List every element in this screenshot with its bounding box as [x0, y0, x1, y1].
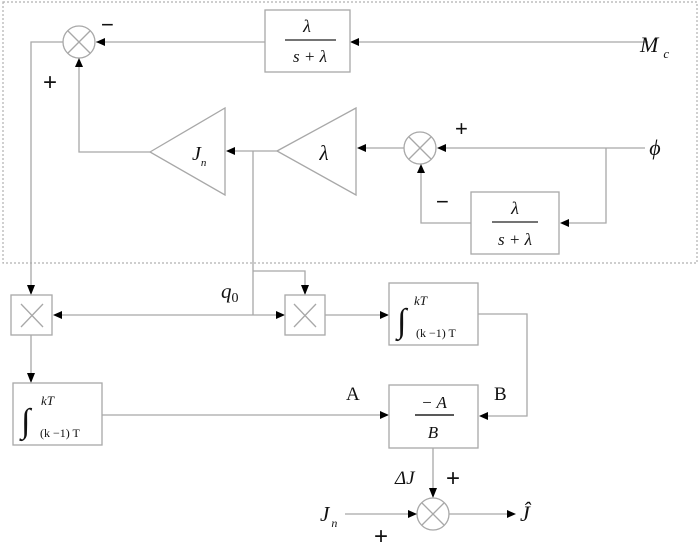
- filter-top-denominator: s + λ: [293, 47, 327, 66]
- observer-region-frame: [2, 1, 698, 264]
- integral-right-lower: (k −1) T: [416, 326, 457, 340]
- gain-jn-block: Jn: [148, 106, 226, 197]
- phi-branch-line: [568, 148, 607, 224]
- arrow-into-filter-bottom: [560, 219, 569, 227]
- q0-label: q0: [221, 279, 239, 306]
- arrow-into-sum-bottom-top: [429, 488, 437, 498]
- delta-j-label: ΔJ: [394, 468, 416, 489]
- sum-junction-middle: [403, 131, 437, 165]
- sum-junction-top: [62, 25, 96, 59]
- gain-lambda-block: λ: [275, 106, 357, 197]
- arrow-to-j-hat: [507, 510, 516, 518]
- arrow-into-sum-mid-right: [437, 144, 446, 152]
- sum-bottom-plus-top-sign: +: [446, 465, 460, 492]
- sum-mid-plus-sign: +: [455, 116, 468, 141]
- arrow-into-sum-mid-bottom: [417, 164, 425, 173]
- arrow-into-gain-lambda: [357, 144, 366, 152]
- divider-denominator: B: [428, 423, 439, 442]
- integral-right-symbol: ∫: [395, 303, 409, 342]
- divider-block: − A B: [388, 384, 479, 449]
- divider-numerator: − A: [421, 393, 447, 412]
- arrow-into-multiplier-left-right: [53, 311, 62, 319]
- filter-bottom-to-sum-line: [420, 173, 471, 224]
- gain-jn-label: Jn: [192, 143, 207, 169]
- integral-right-upper: kT: [414, 293, 428, 308]
- integral-right-to-divider-line: [478, 313, 528, 417]
- integral-left-lower: (k −1) T: [40, 426, 81, 440]
- arrow-into-gain-jn: [226, 147, 235, 155]
- integral-left-symbol: ∫: [19, 403, 33, 442]
- filter-bottom-numerator: λ: [510, 198, 519, 218]
- arrow-into-sum-bottom-left: [408, 510, 417, 518]
- q0-to-multiplier-right-top-line: [253, 270, 306, 286]
- arrow-into-divider-right: [479, 412, 488, 420]
- gain-lambda-label: λ: [318, 141, 328, 165]
- sum-top-minus-sign: −: [101, 12, 114, 37]
- arrow-into-integral-right: [380, 311, 389, 319]
- integral-left-block: ∫ kT (k −1) T: [12, 382, 103, 446]
- filter-top-block: λ s + λ: [264, 9, 351, 73]
- multiplier-left-block: [10, 294, 53, 336]
- arrow-into-filter-top: [350, 38, 359, 46]
- arrow-into-multiplier-right-top: [301, 285, 309, 295]
- multiplier-right-block: [284, 294, 326, 336]
- phi-label: ϕ: [649, 135, 660, 160]
- j-hat-label: Ĵ: [520, 501, 532, 526]
- signal-b-label: B: [494, 384, 507, 405]
- gain-jn-to-sum-line: [78, 67, 150, 153]
- arrow-into-sum-top-right: [96, 38, 105, 46]
- sum-mid-minus-sign: −: [436, 189, 449, 214]
- integral-right-block: ∫ kT (k −1) T: [388, 282, 479, 346]
- sum-junction-bottom: [416, 497, 450, 531]
- arrow-into-divider-left: [380, 411, 389, 419]
- integral-left-upper: kT: [41, 393, 55, 408]
- filter-bottom-block: λ s + λ: [470, 191, 560, 255]
- signal-a-label: A: [346, 384, 360, 405]
- filter-bottom-denominator: s + λ: [498, 230, 532, 249]
- sum-top-plus-sign: +: [43, 69, 57, 96]
- arrow-into-sum-top-bottom: [75, 58, 83, 67]
- sum-top-output-line: [30, 41, 63, 286]
- arrow-into-multiplier-right-left: [276, 311, 285, 319]
- sum-bottom-plus-left-sign: +: [374, 523, 388, 542]
- arrow-into-integral-left: [27, 373, 35, 383]
- arrow-into-multiplier-left-top: [27, 285, 35, 295]
- filter-top-numerator: λ: [302, 16, 311, 36]
